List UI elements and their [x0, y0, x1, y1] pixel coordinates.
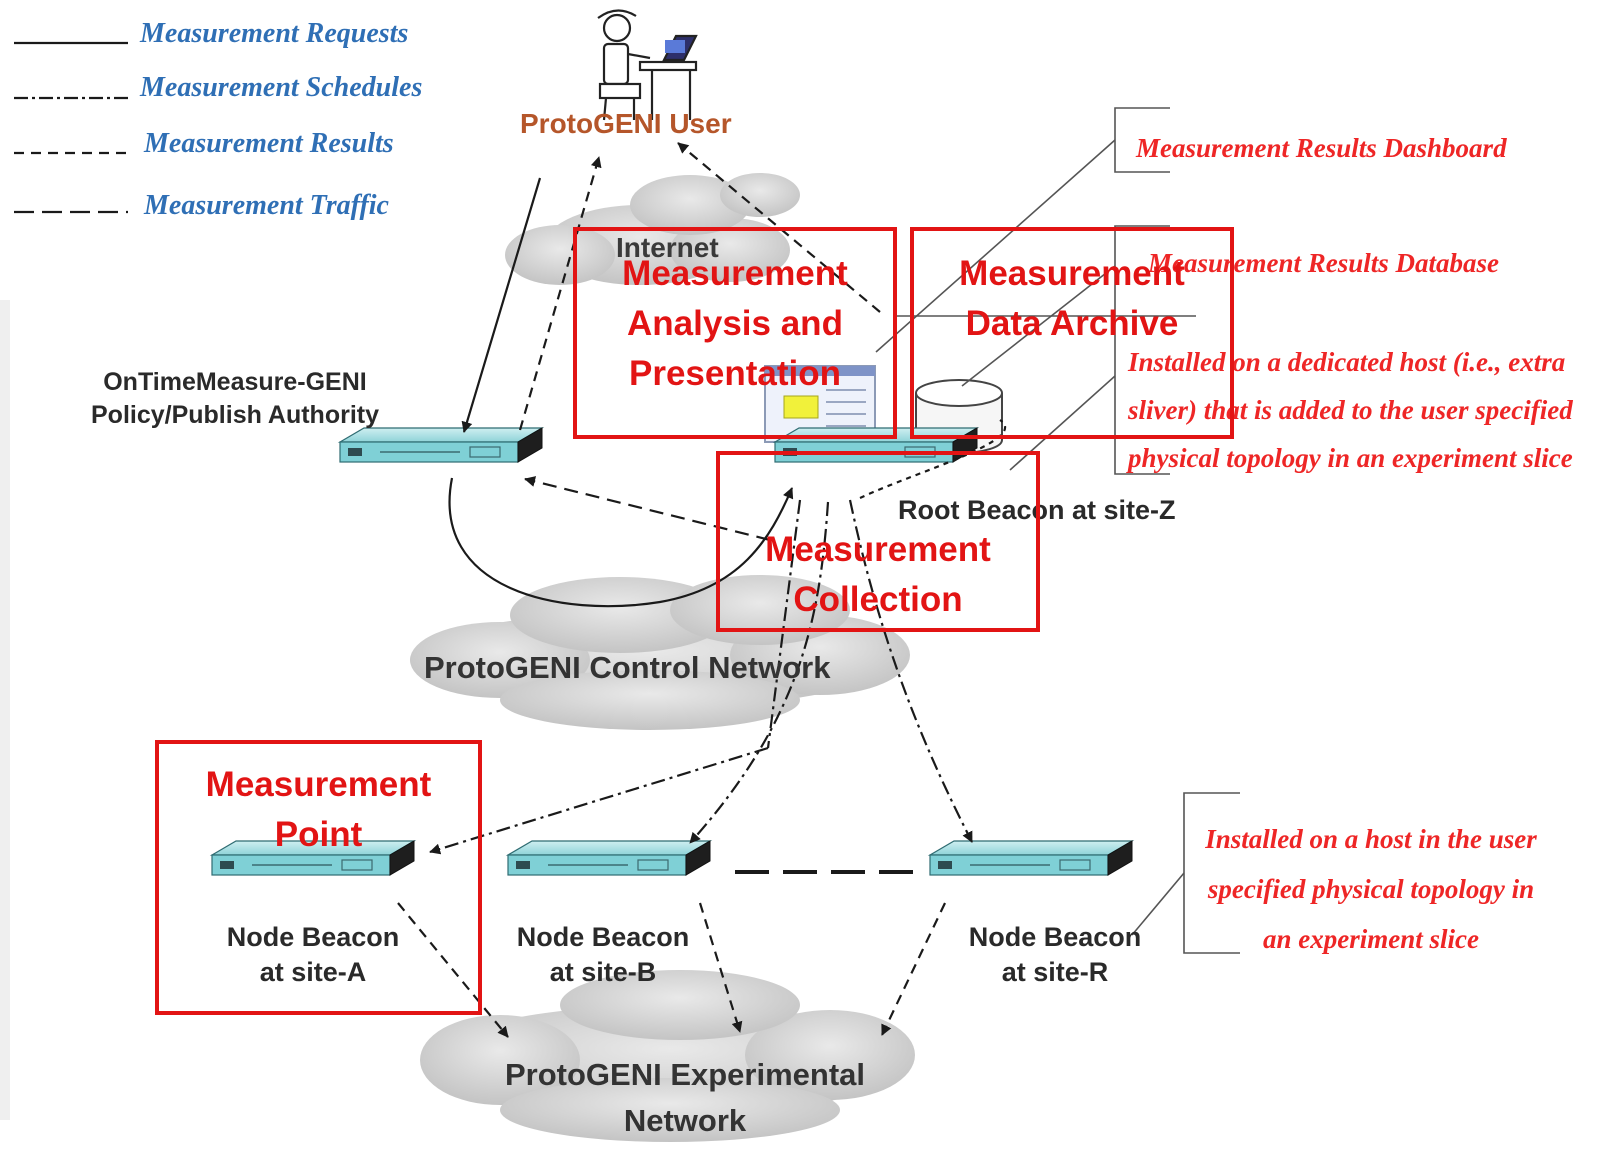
legend-label-traffic: Measurement Traffic	[144, 190, 389, 221]
result-authority-to-user	[518, 156, 602, 431]
note-node-host-line2: specified physical topology in	[1207, 874, 1535, 904]
beacon-a-label: Node Beacon at site-A	[198, 920, 428, 990]
schedule-root-to-r	[848, 499, 973, 843]
internet-label: Internet	[616, 232, 719, 263]
beacon-r-label-line2: at site-R	[1001, 957, 1109, 987]
beacon-b-label-line2: at site-B	[549, 957, 657, 987]
callout-point-line2: Point	[274, 815, 363, 854]
user-icon	[597, 9, 698, 121]
node-beacon-b-server-icon	[505, 840, 713, 876]
note-dashboard: Measurement Results Dashboard	[1136, 133, 1507, 163]
result-root-to-authority	[524, 476, 771, 542]
node-beacon-a-server-icon	[209, 840, 417, 876]
beacon-b-label-line1: Node Beacon	[516, 922, 690, 952]
beacon-r-label-line1: Node Beacon	[968, 922, 1142, 952]
beacon-r-label: Node Beacon at site-R	[940, 920, 1170, 990]
root-to-database-link	[859, 419, 1007, 499]
legend-label-results: Measurement Results	[144, 128, 394, 159]
pointer-node-host	[1131, 872, 1185, 936]
result-root-to-user	[677, 142, 881, 313]
beacon-a-label-line1: Node Beacon	[226, 922, 400, 952]
note-root-host: Installed on a dedicated host (i.e., ext…	[1128, 338, 1573, 482]
experimental-network-label-line2: Network	[623, 1103, 747, 1138]
left-edge-strip	[0, 300, 10, 1120]
note-root-host-line3: physical topology in an experiment slice	[1128, 443, 1573, 473]
pointer-database	[961, 265, 1116, 387]
schedule-root-to-a	[429, 746, 769, 855]
legend-label-schedules: Measurement Schedules	[140, 72, 423, 103]
callout-measurement-point: Measurement Point	[155, 740, 482, 1015]
control-network-cloud	[410, 575, 910, 730]
callout-point-line1: Measurement	[205, 765, 432, 804]
callout-archive-line1: Measurement	[959, 254, 1185, 293]
schedule-root-trunk	[766, 499, 802, 749]
internet-cloud	[505, 173, 800, 285]
schedule-root-to-b	[689, 501, 830, 844]
user-label: ProtoGENI User	[520, 108, 732, 139]
callout-archive-line2: Data Archive	[965, 304, 1179, 343]
callout-analysis-presentation: Measurement Analysis and Presentation	[573, 227, 897, 439]
callout-collection-line1: Measurement	[765, 530, 991, 569]
request-authority-to-root	[448, 477, 794, 608]
callout-data-archive: Measurement Data Archive	[910, 227, 1234, 439]
authority-label: OnTimeMeasure-GENI Policy/Publish Author…	[60, 366, 410, 432]
callout-analysis-line1: Measurement	[622, 254, 848, 293]
result-b-to-network	[698, 902, 743, 1033]
authority-server-icon	[337, 427, 545, 463]
experimental-network-label-line1: ProtoGENI Experimental	[504, 1057, 866, 1092]
request-user-to-authority	[461, 177, 542, 433]
experimental-network-cloud	[420, 970, 915, 1142]
note-node-host-line1: Installed on a host in the user	[1205, 824, 1537, 854]
legend-lines	[14, 41, 128, 214]
note-root-host-line2: sliver) that is added to the user specif…	[1128, 395, 1573, 425]
note-node-host: Installed on a host in the user specifie…	[1186, 814, 1556, 964]
callout-analysis-line2: Analysis and	[627, 304, 843, 343]
callout-analysis-line3: Presentation	[629, 354, 841, 393]
callout-collection-line2: Collection	[793, 580, 963, 619]
beacon-b-label: Node Beacon at site-B	[488, 920, 718, 990]
connections	[397, 142, 1007, 1038]
control-network-label: ProtoGENI Control Network	[424, 650, 831, 685]
callout-collection: Measurement Collection	[716, 451, 1040, 632]
experimental-network-label: ProtoGENI Experimental Network	[440, 1052, 930, 1144]
note-node-host-line3: an experiment slice	[1263, 924, 1479, 954]
authority-label-line1: OnTimeMeasure-GENI	[103, 368, 367, 396]
note-root-host-line1: Installed on a dedicated host (i.e., ext…	[1128, 347, 1566, 377]
authority-label-line2: Policy/Publish Authority	[91, 401, 379, 429]
note-database: Measurement Results Database	[1148, 248, 1500, 278]
bracket-database	[1114, 225, 1170, 475]
node-beacon-r-server-icon	[927, 840, 1135, 876]
result-r-to-network	[881, 902, 946, 1036]
legend-label-requests: Measurement Requests	[140, 18, 409, 49]
result-a-to-network	[397, 902, 509, 1038]
beacon-a-label-line2: at site-A	[259, 957, 367, 987]
